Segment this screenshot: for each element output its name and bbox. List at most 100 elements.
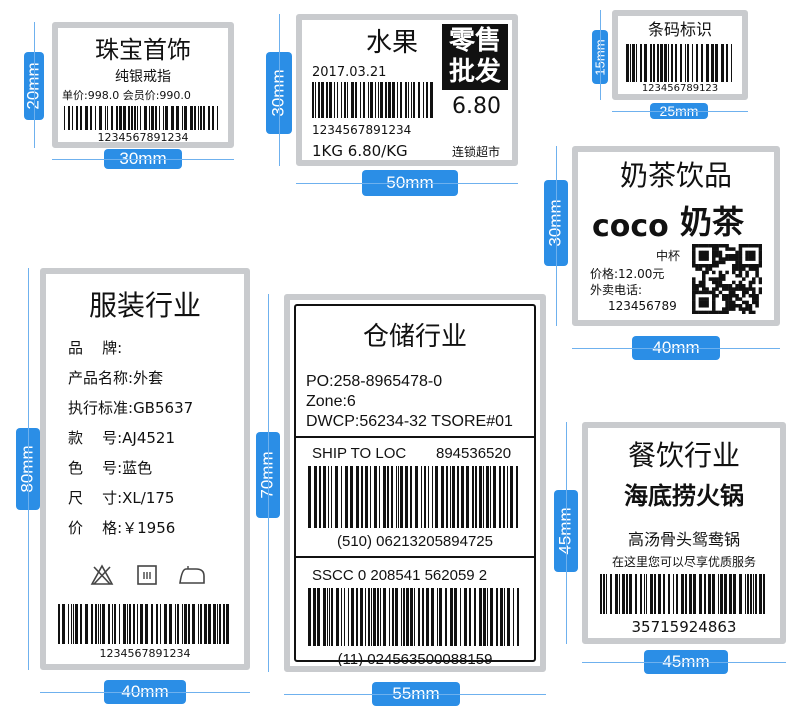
fruit-height-line [279,14,280,166]
barcode-bar [123,604,126,644]
barcode-bar [144,106,147,130]
iron-icon [179,566,205,584]
barcode-bar [155,106,157,130]
qr-module [738,274,743,278]
qr-module [702,264,706,268]
barcode-bar [323,466,326,528]
qr-module [722,244,726,248]
qr-module [735,254,739,258]
barcode-bar [351,588,354,646]
barcode-bar [720,574,723,614]
barcode-bar [437,588,438,646]
barcode-bar [759,574,762,614]
qr-module [702,304,706,308]
barcode-bar [426,588,429,646]
qr-module [702,270,706,275]
barcode-bar [385,82,387,118]
barcode-bar [128,106,130,130]
barcode-bar [116,106,118,130]
qr-module [712,277,716,281]
barcode-bar [673,574,674,614]
qr-module [702,257,706,261]
qr-module [732,304,736,308]
qr-module [718,274,723,278]
qr-module [722,307,726,311]
warehouse-divider-2 [296,556,534,558]
qr-module [718,310,723,314]
barcode-bar [711,44,714,82]
qr-module [758,264,762,268]
catering-barcode [600,574,765,614]
barcode-bar [75,604,78,644]
qr-module [735,250,739,255]
warehouse-label: 仓储行业 PO:258-8965478-0 Zone:6 DWCP:56234-… [284,294,546,672]
barcode-bar [507,466,508,528]
barcode-bar [622,574,625,614]
barcode-bar [368,82,369,118]
barcode-bar [363,82,365,118]
qr-module [752,254,756,258]
qr-module [738,270,743,275]
qr-module [722,284,726,288]
qr-module [705,297,709,301]
barcode-bar [379,466,380,528]
barcode-bar [134,106,136,130]
qr-module [692,290,696,295]
barcode-bar [151,106,154,130]
barcode-bar [137,604,138,644]
barcode-bar [654,574,656,614]
qr-module [702,310,706,314]
qr-module [755,297,759,301]
barcode-bar [80,604,82,644]
barcode-bar [507,588,510,646]
barcode-bar [184,106,187,130]
barcode-bar [483,466,484,528]
barcode-tag-width-line [612,111,748,112]
barcode-bar [327,588,328,646]
qr-module [698,250,703,255]
barcode-bar [630,44,631,82]
warehouse-barcode-2 [308,588,519,646]
barcode-bar [204,604,207,644]
barcode-bar [644,574,645,614]
qr-module [735,304,739,308]
barcode-bar [334,82,335,118]
barcode-bar [606,574,607,614]
qr-module [702,290,706,295]
barcode-bar [321,82,324,118]
qr-module [738,264,743,268]
catering-width-line [582,662,786,663]
barcode-bar [664,44,667,82]
qr-module [748,287,753,291]
qr-module [712,290,716,295]
qr-module [715,250,719,255]
fruit-title: 水果 [366,28,419,58]
qr-module [692,280,696,285]
barcode-bar [466,466,469,528]
barcode-bar [223,604,225,644]
clothing-row-key: 价 格: [68,519,123,537]
barcode-bar [403,588,405,646]
barcode-bar [85,106,88,130]
barcode-bar [396,466,397,528]
qr-module [742,264,746,268]
jewelry-barcode-number: 1234567891234 [97,131,189,144]
qr-module [748,284,753,288]
jewelry-label: 珠宝首饰 纯银戒指 单价:998.0 会员价:990.0 12345678912… [52,22,234,148]
qr-module [752,244,756,248]
barcode-bar [675,44,677,82]
qr-module [745,307,749,311]
qr-module [725,284,729,288]
qr-module [748,294,753,298]
qr-module [708,310,713,314]
barcode-bar [200,106,202,130]
barcode-bar [326,82,328,118]
barcode-bar [208,106,210,130]
barcode-bar [329,82,332,118]
qr-module [732,267,736,271]
barcode-bar [680,44,682,82]
barcode-bar [418,82,420,118]
warehouse-zone: Zone:6 [306,393,356,410]
barcode-bar [107,106,108,130]
barcode-bar [159,106,160,130]
